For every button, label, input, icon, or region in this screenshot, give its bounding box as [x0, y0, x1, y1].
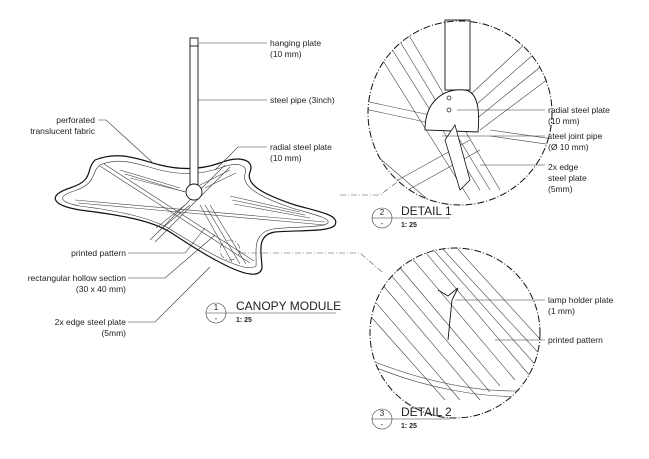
label-hanging-plate-size: (10 mm)	[270, 49, 302, 59]
detail1-labels: radial steel plate (10 mm) steel joint p…	[548, 105, 610, 194]
label-rhs-size: (30 x 40 mm)	[76, 284, 126, 294]
detail1-leaders	[442, 109, 545, 166]
hanging-plate	[189, 37, 199, 47]
title-sheet: -	[381, 219, 384, 228]
title-scale: 1: 25	[236, 317, 252, 324]
label-radial-plate: radial steel plate	[270, 142, 332, 152]
label-d1-radial-plate: radial steel plate	[548, 105, 610, 115]
title-name: DETAIL 2	[401, 405, 452, 419]
title-detail-1: 2 - DETAIL 1 1: 25	[371, 204, 452, 229]
detail2-labels: lamp holder plate (1 mm) printed pattern	[548, 295, 613, 345]
canopy-outline	[54, 155, 337, 275]
steel-pipe	[189, 43, 199, 191]
label-d1-radial-plate-size: (10 mm)	[548, 116, 580, 126]
label-d1-edge-plate-size: (5mm)	[548, 184, 573, 194]
title-number: 2	[380, 208, 385, 217]
canopy-ribs	[74, 163, 326, 265]
label-edge-plate: 2x edge steel plate	[55, 317, 127, 327]
title-sheet: -	[215, 314, 218, 323]
label-d1-edge-plate-2: steel plate	[548, 173, 587, 183]
label-d1-joint-pipe: steel joint pipe	[548, 131, 603, 141]
label-d1-joint-pipe-size: (Ø 10 mm)	[548, 142, 589, 152]
detail1-drawing	[367, 19, 553, 206]
canopy-module-drawing	[54, 37, 337, 275]
detail2-leaders	[455, 299, 545, 341]
label-steel-pipe: steel pipe (3inch)	[270, 95, 335, 105]
title-name: CANOPY MODULE	[236, 299, 341, 313]
label-fabric: perforated	[56, 115, 95, 125]
label-d2-printed-pattern: printed pattern	[548, 335, 603, 345]
canopy-labels: hanging plate (10 mm) steel pipe (3inch)…	[28, 38, 335, 338]
detail2-drawing	[369, 247, 541, 419]
canopy-leaders	[98, 42, 267, 323]
title-number: 1	[214, 303, 219, 312]
label-radial-plate-size: (10 mm)	[270, 153, 302, 163]
title-name: DETAIL 1	[401, 204, 452, 218]
title-canopy-module: 1 - CANOPY MODULE 1: 25	[205, 299, 341, 324]
radial-joint	[185, 183, 203, 201]
label-printed-pattern: printed pattern	[71, 248, 126, 258]
title-scale: 1: 25	[401, 423, 417, 430]
label-hanging-plate: hanging plate	[270, 38, 321, 48]
reference-line-detail1	[340, 179, 401, 196]
title-detail-2: 3 - DETAIL 2 1: 25	[371, 405, 452, 430]
label-edge-plate-size: (5mm)	[101, 328, 126, 338]
title-number: 3	[380, 409, 385, 418]
label-d2-lamp-holder-size: (1 mm)	[548, 306, 575, 316]
title-scale: 1: 25	[401, 222, 417, 229]
label-rhs: rectangular hollow section	[28, 273, 127, 283]
label-d1-edge-plate: 2x edge	[548, 162, 579, 172]
title-sheet: -	[381, 420, 384, 429]
label-d2-lamp-holder: lamp holder plate	[548, 295, 613, 305]
label-fabric-2: translucent fabric	[30, 126, 95, 136]
